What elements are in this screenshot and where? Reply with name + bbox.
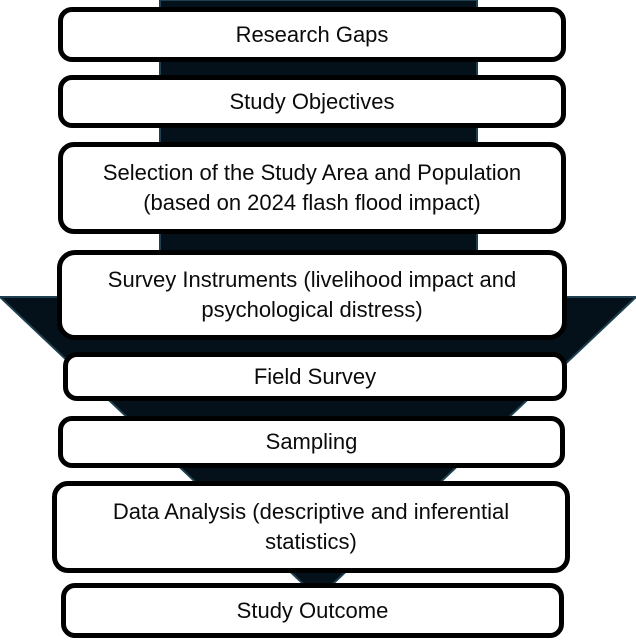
step-label: Field Survey bbox=[253, 363, 377, 389]
step-label: Data Analysis (descriptive and inferenti… bbox=[112, 499, 510, 554]
step-label: Survey Instruments (livelihood impact an… bbox=[107, 267, 517, 322]
step-label: Sampling bbox=[265, 429, 358, 454]
step-box-data-analysis: Data Analysis (descriptive and inferenti… bbox=[52, 481, 570, 573]
step-box-study-objectives: Study Objectives bbox=[58, 75, 566, 128]
step-box-sampling: Sampling bbox=[58, 416, 565, 468]
step-label: Research Gaps bbox=[235, 21, 389, 47]
step-box-survey-instruments: Survey Instruments (livelihood impact an… bbox=[57, 250, 567, 340]
step-label: Study Outcome bbox=[236, 597, 389, 623]
step-box-study-outcome: Study Outcome bbox=[61, 583, 564, 638]
step-box-research-gaps: Research Gaps bbox=[58, 7, 566, 62]
step-label: Selection of the Study Area and Populati… bbox=[102, 160, 522, 215]
step-box-study-area-selection: Selection of the Study Area and Populati… bbox=[58, 142, 566, 234]
step-box-field-survey: Field Survey bbox=[63, 352, 567, 401]
step-label: Study Objectives bbox=[229, 88, 395, 114]
